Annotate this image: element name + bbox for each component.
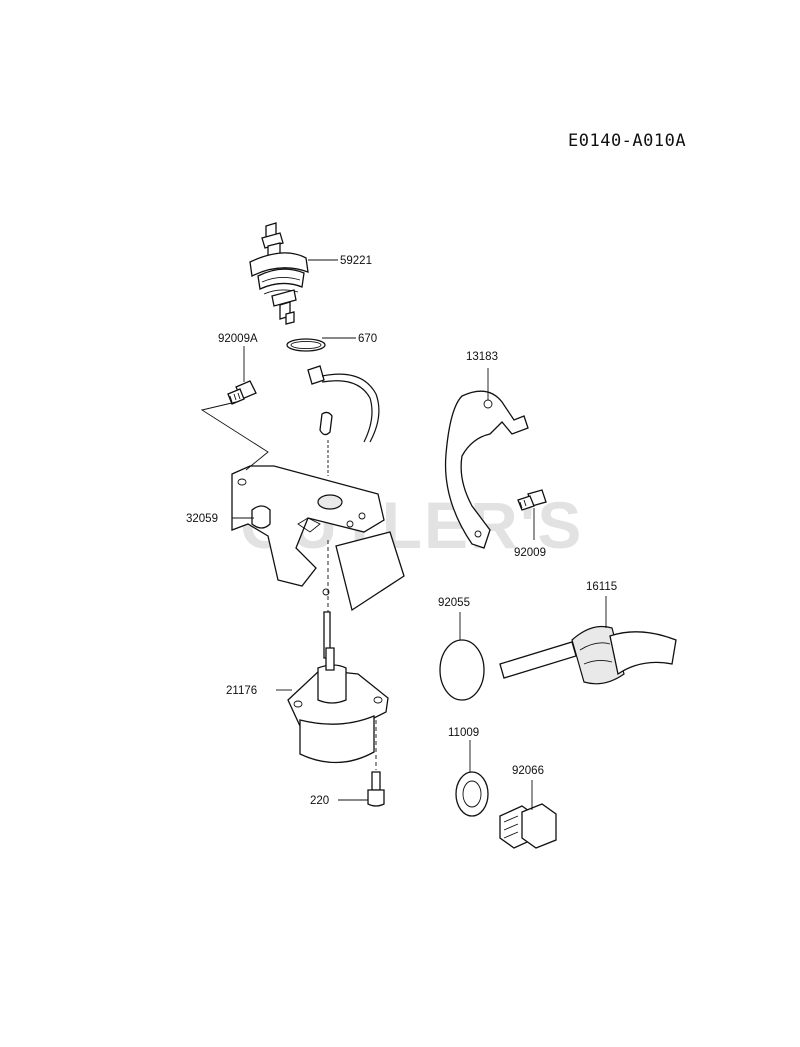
- part-label-16115: 16115: [586, 581, 617, 593]
- part-label-670: 670: [358, 333, 377, 345]
- diagram-id: E0140-A010A: [568, 131, 687, 151]
- part-59221-drawing[interactable]: [249, 222, 309, 325]
- part-label-32059: 32059: [186, 513, 218, 525]
- part-label-92055: 92055: [438, 597, 470, 609]
- part-92066-drawing[interactable]: [499, 803, 557, 849]
- part-label-59221: 59221: [340, 255, 372, 267]
- part-670-o-ring[interactable]: [286, 338, 326, 352]
- part-label-92066: 92066: [512, 765, 544, 777]
- part-92055-o-ring[interactable]: [439, 639, 485, 701]
- part-label-11009: 11009: [448, 727, 479, 739]
- part-label-220: 220: [310, 795, 329, 807]
- dipstick-top-drawing: [319, 411, 333, 476]
- part-label-13183: 13183: [466, 351, 498, 363]
- part-11009-washer[interactable]: [455, 771, 489, 817]
- part-label-92009: 92009: [514, 547, 546, 559]
- bracket-drawing: [231, 465, 405, 612]
- part-21176-drawing[interactable]: [287, 647, 389, 764]
- part-13183-drawing[interactable]: [444, 390, 529, 549]
- part-92009A-drawing[interactable]: [227, 380, 257, 405]
- part-32059-clamp[interactable]: [251, 505, 271, 529]
- part-16115-drawing[interactable]: [499, 625, 677, 685]
- part-220-drawing[interactable]: [367, 771, 385, 807]
- part-label-21176: 21176: [226, 685, 257, 697]
- part-label-92009A: 92009A: [218, 333, 258, 345]
- hose-drawing: [307, 365, 380, 443]
- part-92009-drawing[interactable]: [517, 489, 547, 511]
